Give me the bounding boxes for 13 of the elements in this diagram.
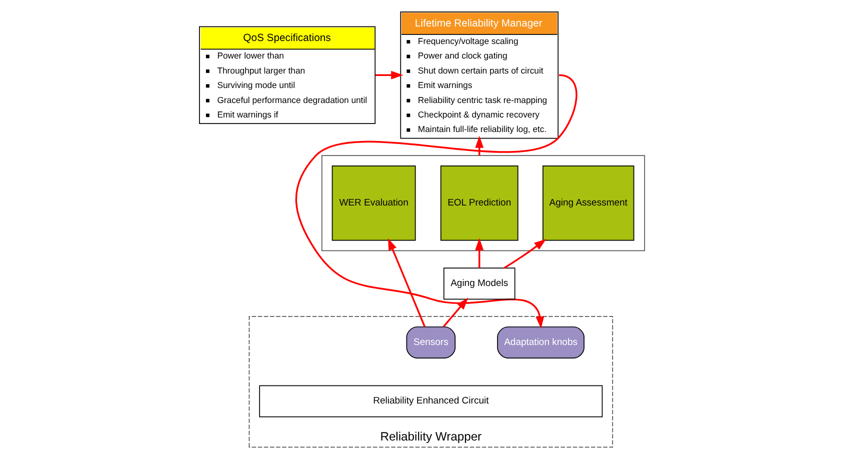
arrow (504, 238, 546, 269)
node-box: Aging Assessment (542, 166, 634, 241)
arrow (475, 238, 484, 268)
node-box: Reliability Enhanced Circuit (259, 385, 603, 418)
arrow (295, 74, 578, 329)
arrow (375, 70, 404, 80)
node-box: EOL Prediction (440, 166, 518, 241)
node-box: Sensors (406, 326, 456, 358)
node-box: Aging Models (443, 268, 516, 300)
node-box: WER Evaluation (332, 166, 416, 241)
arrow (442, 298, 468, 328)
node-box: Adaptation knobs (497, 326, 584, 358)
arrow (388, 238, 426, 328)
